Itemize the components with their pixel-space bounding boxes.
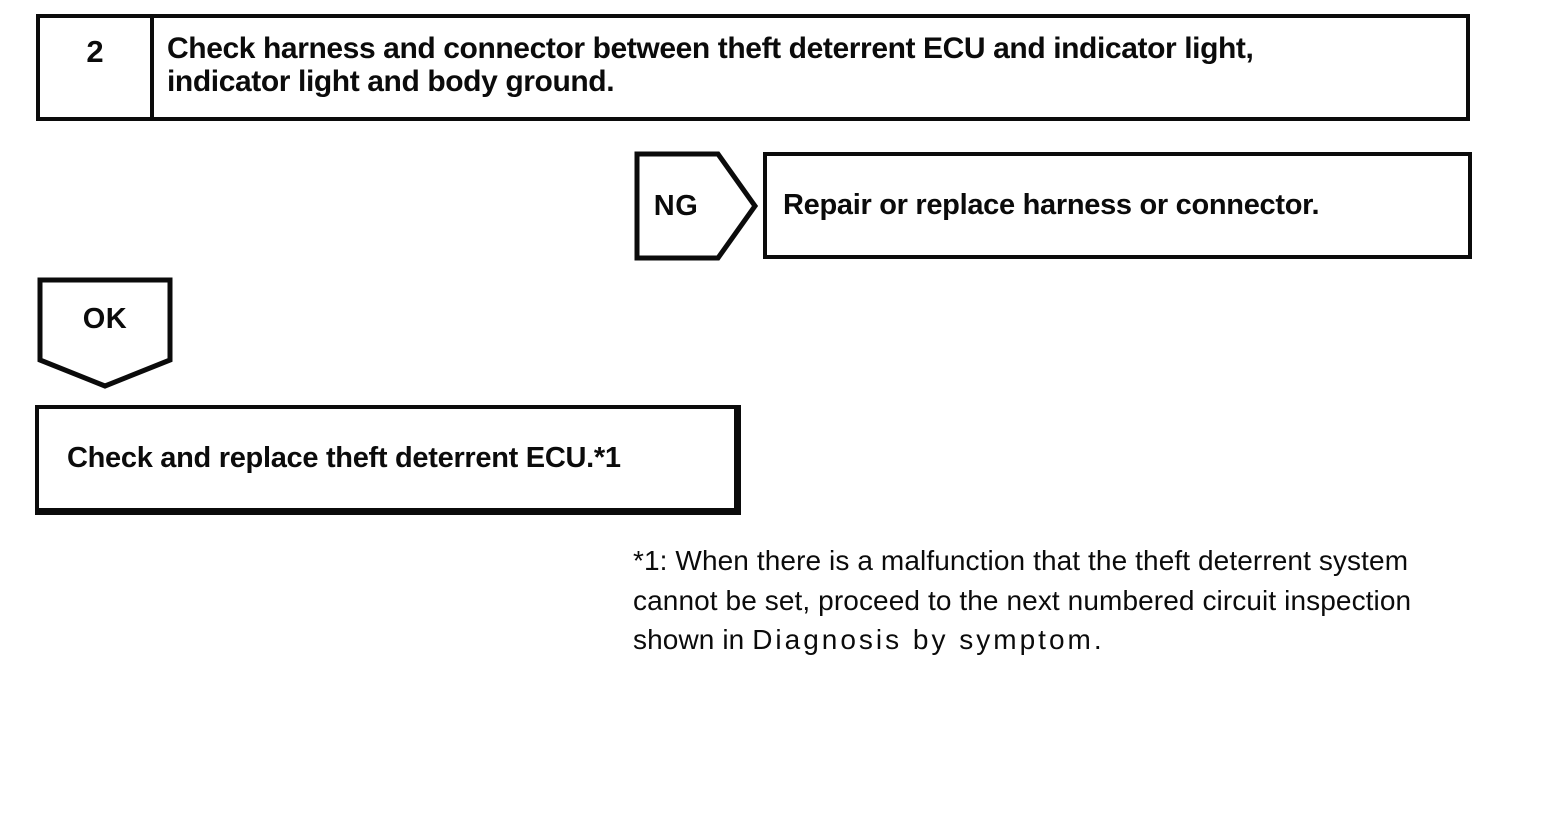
footnote-line-3-suffix: . (1093, 624, 1102, 655)
ok-action-text: Check and replace theft deterrent ECU.*1 (67, 442, 621, 474)
ng-connector-label: NG (653, 189, 699, 222)
ng-pentagon-icon (634, 151, 759, 261)
ok-pentagon-icon (37, 277, 173, 389)
footnote-line-3-prefix: shown in (633, 624, 753, 655)
step-number: 2 (40, 18, 154, 117)
ng-action-text: Repair or replace harness or connector. (783, 189, 1320, 221)
ng-connector-shape (633, 150, 759, 262)
ok-connector-label: OK (82, 302, 128, 335)
footnote-reference: Diagnosis by symptom (752, 624, 1094, 655)
ok-action-box: Check and replace theft deterrent ECU.*1 (35, 405, 741, 515)
step-2-box: 2 Check harness and connector between th… (36, 14, 1470, 121)
step-instruction: Check harness and connector between thef… (154, 18, 1466, 117)
footnote: *1: When there is a malfunction that the… (633, 541, 1513, 660)
footnote-line-1: *1: When there is a malfunction that the… (633, 545, 1409, 576)
footnote-line-3: shown in Diagnosis by symptom. (633, 620, 1513, 660)
ng-action-box: Repair or replace harness or connector. (763, 152, 1472, 259)
footnote-line-2: cannot be set, proceed to the next numbe… (633, 584, 1412, 616)
ok-connector-shape (36, 276, 174, 390)
step-instruction-line-1: Check harness and connector between thef… (167, 32, 1254, 65)
step-instruction-line-2: indicator light and body ground. (167, 65, 615, 98)
